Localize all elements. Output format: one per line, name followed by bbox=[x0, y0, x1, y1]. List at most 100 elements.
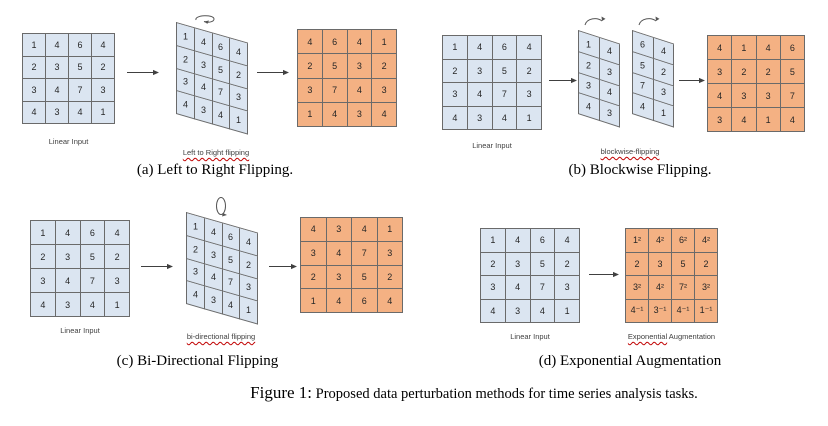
flip-vertical-loop-icon bbox=[216, 197, 227, 217]
grid-cell: 4 bbox=[708, 84, 733, 108]
grid-cell: 4² bbox=[695, 229, 718, 253]
grid-cell: 1 bbox=[92, 101, 115, 124]
grid-cell: 3 bbox=[481, 276, 506, 300]
caption-a: (a) Left to Right Flipping. bbox=[136, 162, 294, 178]
grid-cell: 3 bbox=[467, 59, 493, 83]
grid-cell: 2 bbox=[626, 252, 649, 276]
grid-cell: 6 bbox=[492, 36, 518, 60]
grid-cell: 4 bbox=[505, 229, 531, 253]
grid-cell: 4 bbox=[31, 293, 56, 317]
grid-cell: 2 bbox=[756, 60, 781, 84]
grid-cell: 7 bbox=[322, 78, 348, 103]
grid-cell: 1 bbox=[23, 34, 46, 57]
grid-cell: 6² bbox=[672, 229, 695, 253]
grid-cell: 4 bbox=[467, 83, 493, 107]
grid-cell: 2 bbox=[517, 59, 542, 83]
grid-cell: 2 bbox=[301, 265, 327, 290]
grid-cell: 6 bbox=[69, 34, 92, 57]
grid-cell: 5 bbox=[69, 56, 92, 79]
grid-cell: 4 bbox=[372, 102, 397, 127]
arrow-right-icon bbox=[589, 271, 619, 278]
grid-cell: 4 bbox=[555, 229, 580, 253]
grid-cell: 4 bbox=[517, 36, 542, 60]
grid-cell: 6 bbox=[780, 36, 805, 60]
grid-cell: 3 bbox=[55, 245, 81, 269]
grid-cell: 4 bbox=[780, 108, 805, 132]
grid-cell: 3 bbox=[298, 78, 323, 103]
grid-cell: 4 bbox=[222, 291, 241, 320]
grid-cell: 3 bbox=[347, 54, 373, 79]
grid-cell: 6 bbox=[352, 289, 378, 313]
linear-input-label-a: Linear Input bbox=[48, 137, 89, 146]
arrow-right-icon bbox=[549, 77, 577, 84]
grid-cell: 4 bbox=[347, 30, 373, 55]
grid-cell: 4 bbox=[80, 293, 106, 317]
caption-d: (d) Exponential Augmentation bbox=[538, 353, 722, 369]
grid-cell: 4⁻¹ bbox=[626, 299, 649, 323]
grid-cell: 4⁻¹ bbox=[672, 299, 695, 323]
arrow-right-icon bbox=[127, 69, 159, 76]
grid-cell: 2 bbox=[555, 252, 580, 276]
grid-cell: 4 bbox=[212, 101, 231, 130]
grid-cell: 3 bbox=[732, 84, 757, 108]
grid-cell: 1⁻¹ bbox=[695, 299, 718, 323]
grid-cell: 3 bbox=[23, 79, 46, 102]
grid-cell: 4 bbox=[105, 221, 130, 245]
left-right-flipping-label: Left to Right flipping bbox=[166, 148, 266, 158]
arrow-right-icon bbox=[257, 69, 289, 76]
grid-cell: 1 bbox=[443, 36, 468, 60]
grid-cell: 3 bbox=[31, 269, 56, 293]
grid-cell: 4² bbox=[649, 276, 672, 300]
flip-block-arc-icon bbox=[638, 16, 660, 26]
grid-cell: 4 bbox=[322, 102, 348, 127]
arrow-right-icon bbox=[679, 77, 705, 84]
grid-cell: 4 bbox=[46, 79, 69, 102]
grid-cell: 7 bbox=[80, 269, 106, 293]
blockwise-flipping-label: blockwise-flipping bbox=[580, 147, 680, 157]
figure-caption-text: Proposed data perturbation methods for t… bbox=[312, 386, 698, 402]
grid-cell: 3 bbox=[756, 84, 781, 108]
grid-cell: 3 bbox=[649, 252, 672, 276]
grid-cell: 3 bbox=[708, 60, 733, 84]
grid-cell: 1 bbox=[481, 229, 506, 253]
grid-cell: 4 bbox=[352, 218, 378, 242]
grid-cell: 4 bbox=[298, 30, 323, 55]
grid-cell: 2 bbox=[481, 252, 506, 276]
grid-cell: 3 bbox=[347, 102, 373, 127]
grid-cell: 4 bbox=[177, 91, 195, 120]
grid-cell: 4² bbox=[649, 229, 672, 253]
figure-caption: Figure 1: Proposed data perturbation met… bbox=[120, 383, 828, 403]
linear-input-label-c: Linear Input bbox=[60, 326, 100, 335]
grid-cell: 1 bbox=[230, 106, 248, 135]
grid-cell: 7 bbox=[492, 83, 518, 107]
grid-cell: 4 bbox=[443, 106, 468, 130]
arrow-right-icon bbox=[141, 263, 173, 270]
grid-cell: 3 bbox=[708, 108, 733, 132]
flip-block-arc-icon bbox=[584, 16, 606, 26]
grid-cell: 4 bbox=[326, 289, 352, 313]
grid-cell: 3 bbox=[326, 218, 352, 242]
grid-cell: 2 bbox=[372, 54, 397, 79]
grid-cell: 2 bbox=[377, 265, 403, 290]
grid-cell: 4 bbox=[377, 289, 403, 313]
grid-cell: 3 bbox=[372, 78, 397, 103]
grid-cell: 3 bbox=[505, 252, 531, 276]
grid-cell: 4 bbox=[23, 101, 46, 124]
grid-cell: 2 bbox=[92, 56, 115, 79]
bidirectional-flipping-label-text: bi-directional flipping bbox=[186, 332, 256, 341]
grid-cell: 4 bbox=[467, 36, 493, 60]
grid-cell: 7 bbox=[780, 84, 805, 108]
grid-cell: 4 bbox=[505, 276, 531, 300]
grid-cell: 2 bbox=[31, 245, 56, 269]
grid-cell: 1 bbox=[240, 296, 258, 325]
grid-cell: 3 bbox=[467, 106, 493, 130]
grid-cell: 1 bbox=[517, 106, 542, 130]
grid-cell: 4 bbox=[530, 299, 556, 323]
grid-cell: 2 bbox=[695, 252, 718, 276]
